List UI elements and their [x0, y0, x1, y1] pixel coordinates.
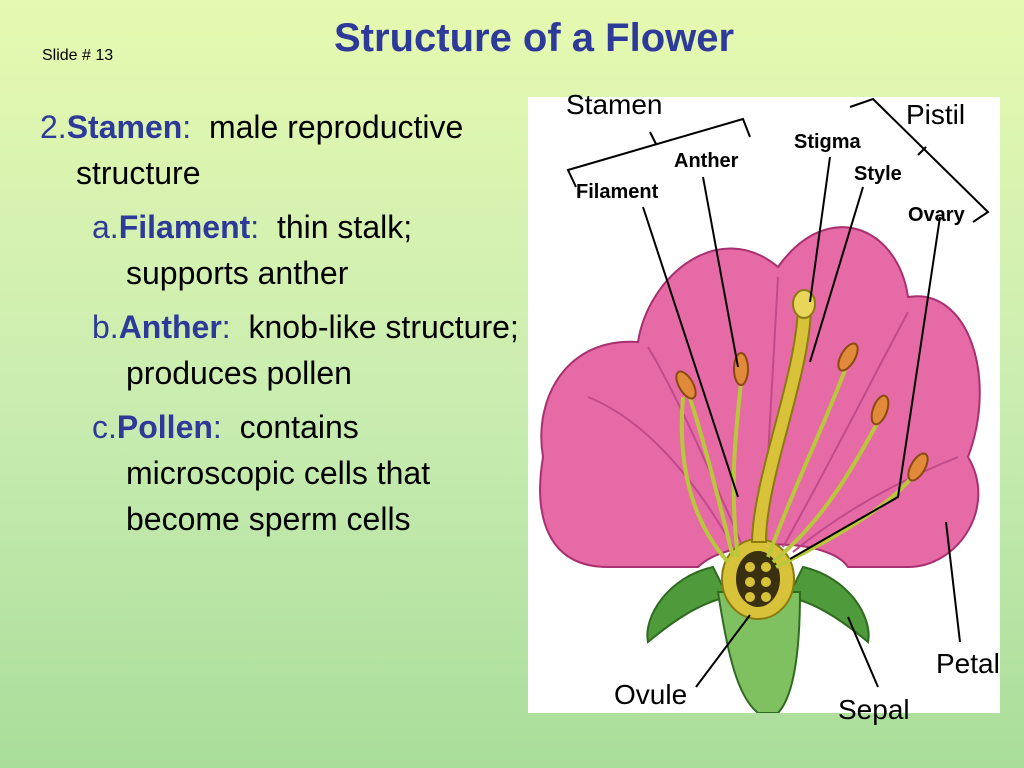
bullet-text: male reproductive structure [76, 109, 473, 191]
sepal-shapes [646, 565, 870, 713]
flower-illustration [539, 97, 990, 713]
subbullet-colon: : [212, 409, 222, 445]
label-filament: Filament [576, 181, 659, 203]
label-ovary: Ovary [908, 204, 965, 226]
subbullet-pollen: c.Pollen: contains microscopic cells tha… [92, 404, 520, 542]
bullet-stamen: 2.Stamen: male reproductive structure [40, 104, 520, 196]
subbullet-number: c. [92, 409, 117, 445]
pistil-shape [750, 289, 816, 543]
bullet-content: 2.Stamen: male reproductive structure a.… [40, 104, 520, 542]
subbullet-text: knob-like structure; produces pollen [126, 309, 528, 391]
slide-title: Structure of a Flower [334, 16, 735, 60]
subbullet-text: thin stalk; supports anther [126, 209, 421, 291]
subbullet-colon: : [221, 309, 231, 345]
label-lines [566, 97, 990, 688]
bullet-number: 2. [40, 109, 67, 145]
anther-shapes [675, 342, 929, 482]
label-stigma: Stigma [794, 131, 861, 153]
label-anther: Anther [674, 150, 739, 172]
label-pistil: Pistil [906, 99, 966, 130]
bullet-term: Stamen [66, 109, 183, 145]
subbullet-number: a. [92, 209, 119, 245]
subbullet-filament: a.Filament: thin stalk; supports anther [92, 204, 520, 296]
label-ovule: Ovule [614, 679, 688, 710]
subbullet-term: Anther [118, 309, 222, 345]
subbullet-anther: b.Anther: knob-like structure; produces … [92, 304, 520, 396]
label-stamen: Stamen [566, 89, 663, 120]
label-sepal: Sepal [838, 694, 910, 725]
subbullet-number: b. [92, 309, 119, 345]
flower-diagram: Stamen Pistil Stigma Anther Style Filame… [528, 89, 1000, 725]
slide-number: Slide # 13 [42, 47, 114, 64]
label-style: Style [854, 163, 902, 185]
petal-shapes [539, 226, 981, 568]
label-petal: Petal [936, 648, 1000, 679]
subbullet-colon: : [250, 209, 260, 245]
subbullet-term: Filament [118, 209, 251, 245]
bullet-colon: : [182, 109, 192, 145]
subbullet-term: Pollen [116, 409, 213, 445]
subbullet-text: contains microscopic cells that become s… [126, 409, 439, 537]
